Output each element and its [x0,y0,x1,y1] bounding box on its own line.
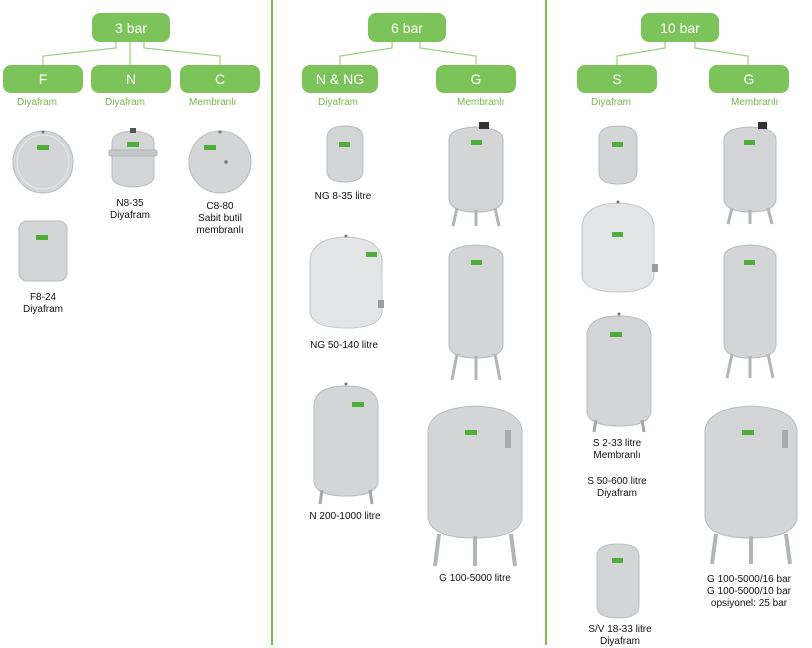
type-subtitle-f: Diyafram [17,97,58,108]
type-pill-n-ng: N & NG [302,65,378,93]
tank-image-s-large [586,312,652,433]
caption-line: N 200-1000 litre [309,511,381,522]
type-subtitle-g-10bar: Membranlı [731,97,779,108]
type-subtitle-n: Diyafram [105,97,146,108]
type-subtitle-s: Diyafram [591,97,632,108]
tank-image-g-10bar-2 [723,244,777,379]
type-pill-g-10bar: G [709,65,789,93]
caption-line: NG 8-35 litre [314,191,372,202]
type-subtitle-g-6bar: Membranlı [457,97,505,108]
caption-line: S 2-33 litre [592,438,642,449]
caption-n8-35: N8-35 Diyafram [100,198,160,222]
tank-image-ng-small [326,125,364,183]
caption-line: opsiyonel: 25 bar [710,598,788,609]
caption-s-2-33: S 2-33 litre Membranlı [572,438,662,462]
type-pill-f: F [3,65,83,93]
tank-image-g-10bar-3 [704,405,798,565]
tank-image-g-6bar-3 [427,405,523,567]
caption-line: S 50-600 litre [587,476,647,487]
caption-line: F8-24 [29,292,57,303]
caption-line: G 100-5000/10 bar [707,586,791,597]
tank-image-ng-large [309,234,384,329]
tank-image-g-10bar-1 [723,122,777,225]
tank-image-g-6bar-1 [448,122,504,227]
type-pill-g-6bar: G [436,65,516,93]
tank-image-f-round [12,130,74,194]
caption-line: Diyafram [596,488,637,499]
type-subtitle-n-ng: Diyafram [318,97,359,108]
type-pill-c: C [180,65,260,93]
type-pill-n: N [91,65,171,93]
caption-line: N8-35 [116,198,144,209]
caption-line: membranlı [196,225,244,236]
caption-line: Sabit butil [198,213,242,224]
column-divider-2 [545,0,547,645]
type-pill-s: S [577,65,657,93]
pressure-header-6bar: 6 bar [368,13,446,42]
caption-line: G 100-5000/16 bar [707,574,791,585]
tank-image-n [108,128,158,188]
tank-image-s-small [598,125,638,185]
caption-c8-80: C8-80 Sabit butil membranlı [185,201,255,237]
caption-g-100-5000: G 100-5000 litre [425,573,525,585]
tank-image-g-6bar-2 [448,244,504,381]
caption-line: Diyafram [109,210,150,221]
caption-ng-8-35: NG 8-35 litre [300,191,386,203]
tank-image-c [188,130,252,194]
tank-image-s-medium [581,200,658,293]
tank-image-f-flat [18,220,68,282]
type-subtitle-c: Membranlı [189,97,237,108]
caption-g-10bar: G 100-5000/16 bar G 100-5000/10 bar opsi… [694,574,804,610]
caption-s-50-600: S 50-600 litre Diyafram [572,476,662,500]
caption-sv-18-33: S/V 18-33 litre Diyafram [572,624,668,648]
caption-line: Diyafram [599,636,640,647]
caption-line: C8-80 [206,201,234,212]
pressure-header-3bar: 3 bar [92,13,170,42]
pressure-header-10bar: 10 bar [641,13,719,42]
tank-image-sv [596,543,640,619]
caption-n-200-1000: N 200-1000 litre [295,511,395,523]
caption-f8-24: F8-24 Diyafram [13,292,73,316]
tank-image-n-large [313,382,379,505]
caption-ng-50-140: NG 50-140 litre [296,340,392,352]
caption-line: NG 50-140 litre [310,340,378,351]
caption-line: G 100-5000 litre [439,573,511,584]
caption-line: S/V 18-33 litre [588,624,652,635]
column-divider-1 [271,0,273,645]
caption-line: Diyafram [22,304,63,315]
caption-line: Membranlı [593,450,641,461]
